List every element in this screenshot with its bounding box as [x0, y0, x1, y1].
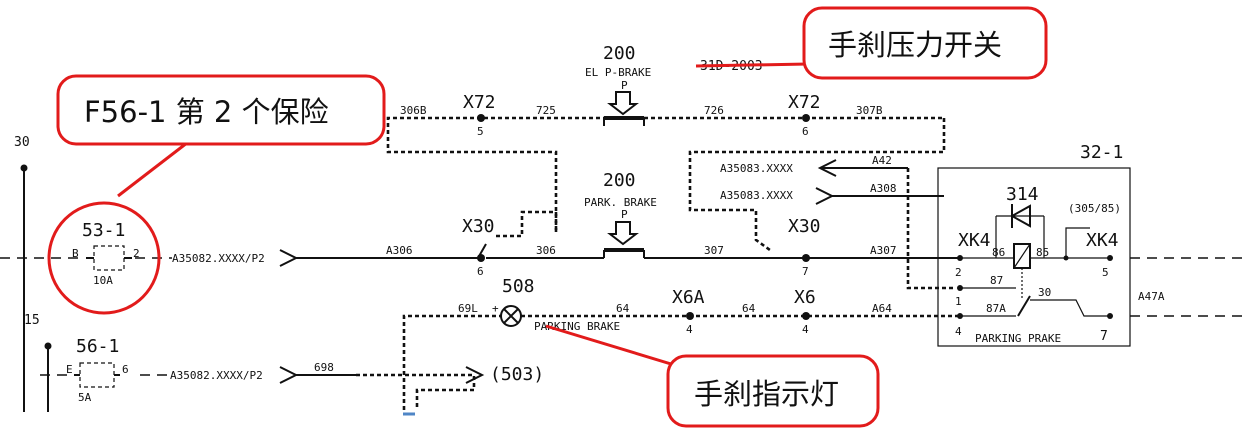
relay-pin-87a: 87A — [986, 302, 1006, 315]
parking-brake-lamp: 508 PARKING BRAKE — [500, 276, 620, 333]
wire-a64: A64 — [872, 302, 892, 315]
wire-a306: A306 — [386, 244, 413, 257]
relay-pin-1: 1 — [955, 295, 962, 308]
ref-2-wire: A308 — [870, 182, 897, 195]
middle-wire-line: A306 X30 6 306 307 X30 7 A307 — [382, 210, 960, 278]
x72-right-pin: 6 — [802, 125, 809, 138]
wire-64-b: 64 — [742, 302, 756, 315]
rail-30-label: 30 — [14, 135, 30, 150]
fuse-56-rating: 5A — [78, 391, 92, 404]
park-brake-switch: 200 PARK. BRAKE P — [584, 170, 657, 258]
wire-726: 726 — [704, 104, 724, 117]
x30-right: X30 — [788, 216, 821, 237]
fuse-53-pin-right: 2 — [133, 247, 140, 260]
relay-pin-85: 85 — [1036, 246, 1049, 259]
callout-indicator-text: 手刹指示灯 — [694, 377, 839, 411]
x72-left: X72 — [463, 92, 496, 113]
callout-pressure-switch: 手刹压力开关 — [695, 6, 1048, 80]
wire-306: 306 — [536, 244, 556, 257]
relay-pin-30: 30 — [1038, 286, 1051, 299]
xk4-right: XK4 — [1086, 230, 1119, 251]
el-switch-p: P — [621, 79, 628, 92]
relay-out-wire: A47A — [1138, 290, 1165, 303]
callout-fuse-text: F56-1 第 2 个保险 — [84, 95, 329, 129]
relay-pin-5: 5 — [1102, 266, 1109, 279]
fuse-53-wire: A35082.XXXX/P2 — [172, 252, 265, 265]
callout-pressure-switch-text: 手刹压力开关 — [828, 28, 1002, 62]
lamp-number: 508 — [502, 276, 535, 297]
power-rail-15: 15 — [24, 313, 52, 412]
relay-pin-86: 86 — [992, 246, 1005, 259]
fuse-56-pin-right: 6 — [122, 363, 129, 376]
rail-15-label: 15 — [24, 313, 40, 328]
ref-1-wire: A42 — [872, 154, 892, 167]
ref-2-text: A35083.XXXX — [720, 189, 793, 202]
bottom-wire-line: 69L + 64 X6A 4 64 X6 4 A64 — [402, 287, 960, 410]
fuse-53-pin-left: B — [72, 247, 79, 260]
callout-indicator: 手刹指示灯 — [545, 324, 880, 428]
el-switch-name: EL P-BRAKE — [585, 66, 651, 79]
top-wire-line: 306B X72 5 725 726 X72 6 307B — [386, 92, 946, 252]
ref-503: (503) — [490, 364, 544, 385]
x72-right: X72 — [788, 92, 821, 113]
x6-label: X6 — [794, 287, 816, 308]
xk4-left: XK4 — [958, 230, 991, 251]
fuse-56-pin-left: E — [66, 363, 73, 376]
x72-left-pin: 5 — [477, 125, 484, 138]
fuse-53-1: 53-1 B 2 10A A35082.XXXX/P2 — [72, 220, 382, 287]
x6a-pin: 4 — [686, 323, 693, 336]
park-switch-p: P — [621, 208, 628, 221]
relay-pin-87: 87 — [990, 274, 1003, 287]
relay-box-32-1: 32-1 1 314 (305/85) XK4 XK4 86 85 2 1 4 … — [937, 58, 1165, 347]
x30-left-pin: 6 — [477, 265, 484, 278]
reference-arrows: A35083.XXXX A42 A35083.XXXX A308 — [720, 154, 955, 290]
x6-pin: 4 — [802, 323, 809, 336]
x30-right-pin: 7 — [802, 265, 809, 278]
wire-69l: 69L — [458, 302, 478, 315]
ref-1-text: A35083.XXXX — [720, 162, 793, 175]
relay-name: PARKING PRAKE — [975, 332, 1061, 345]
relay-pin-2: 2 — [955, 266, 962, 279]
fuse-56-id: 56-1 — [76, 336, 119, 357]
fuse-56-out-wire: 698 — [314, 361, 334, 374]
x6a-label: X6A — [672, 287, 705, 308]
relay-id: 32-1 — [1080, 142, 1123, 163]
x30-left: X30 — [462, 216, 495, 237]
wire-725: 725 — [536, 104, 556, 117]
relay-pin-4: 4 — [955, 325, 962, 338]
diode-number: 314 — [1006, 184, 1039, 205]
fuse-56-wire: A35082.XXXX/P2 — [170, 369, 263, 382]
callout-fuse: F56-1 第 2 个保险 — [56, 74, 386, 146]
fuse-53-rating: 10A — [93, 274, 113, 287]
lamp-plus: + — [492, 302, 499, 315]
wire-307b: 307B — [856, 104, 883, 117]
wire-64-a: 64 — [616, 302, 630, 315]
relay-ref: (305/85) — [1068, 202, 1121, 215]
wire-306b: 306B — [400, 104, 427, 117]
el-switch-number: 200 — [603, 43, 636, 64]
callout-fuse-circle — [47, 134, 197, 315]
wire-a307: A307 — [870, 244, 897, 257]
park-switch-name: PARK. BRAKE — [584, 196, 657, 209]
fuse-56-1: 56-1 E 6 5A A35082.XXXX/P2 698 — [66, 336, 485, 416]
fuse-53-id: 53-1 — [82, 220, 125, 241]
power-rail-30: 30 — [14, 135, 30, 412]
wire-307: 307 — [704, 244, 724, 257]
el-p-brake-switch: 200 EL P-BRAKE P 31D-2003 — [585, 43, 763, 126]
relay-pin-7: 7 — [1100, 329, 1108, 344]
park-switch-number: 200 — [603, 170, 636, 191]
